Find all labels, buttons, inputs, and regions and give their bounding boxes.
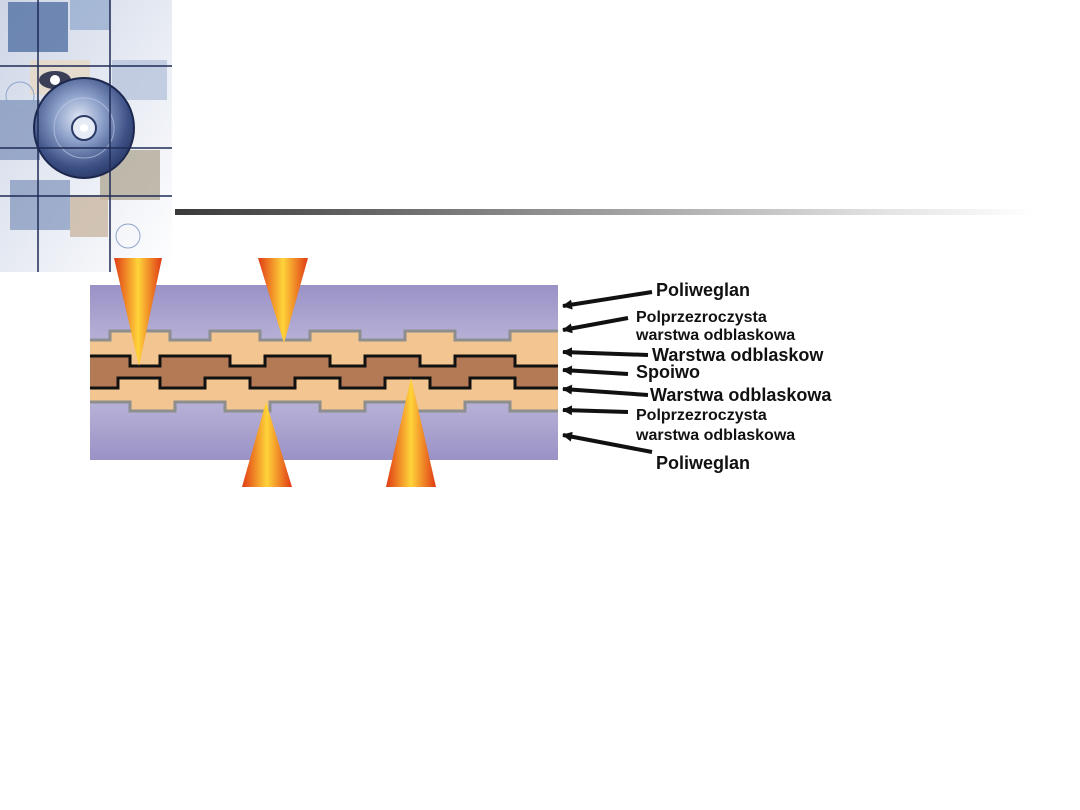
reflective-top-line	[90, 354, 558, 368]
label-adhesive: Spoiwo	[636, 362, 700, 382]
title-underline-rule	[175, 209, 1035, 215]
arrow-semi-reflective-bottom	[562, 405, 629, 416]
adhesive-layer	[90, 356, 558, 388]
semi-reflective-top-line	[90, 329, 558, 342]
arrow-adhesive	[562, 365, 629, 376]
label-semi-reflective-bottom-line1: Polprzezroczysta	[636, 407, 767, 424]
label-semi-reflective-bottom-line2: warstwa odblaskowa	[635, 427, 795, 444]
label-semi-reflective-top-line1: Polprzezroczysta	[636, 309, 767, 326]
arrow-reflective-bottom	[562, 384, 649, 397]
arrow-reflective-top	[562, 347, 649, 358]
label-poliweglan-top: Poliweglan	[656, 280, 750, 300]
laser-beam-top-right	[258, 258, 308, 343]
laser-beam-bottom-right	[386, 378, 436, 487]
cd-disc-collage-icon	[0, 0, 172, 272]
label-poliweglan-bottom: Poliweglan	[656, 453, 750, 473]
label-semi-reflective-top-line2: warstwa odblaskowa	[635, 327, 795, 344]
arrow-poliweglan-bottom	[562, 431, 653, 454]
laser-beam-bottom-left	[242, 402, 292, 487]
laser-beam-top-left	[114, 258, 162, 366]
reflective-bottom-line	[90, 376, 558, 390]
semi-reflective-bottom-line	[90, 400, 558, 413]
label-reflective-top: Warstwa odblaskow	[652, 345, 824, 365]
label-reflective-bottom: Warstwa odblaskowa	[650, 385, 832, 405]
arrow-poliweglan-top	[562, 290, 653, 310]
arrow-semi-reflective-top	[562, 316, 629, 334]
